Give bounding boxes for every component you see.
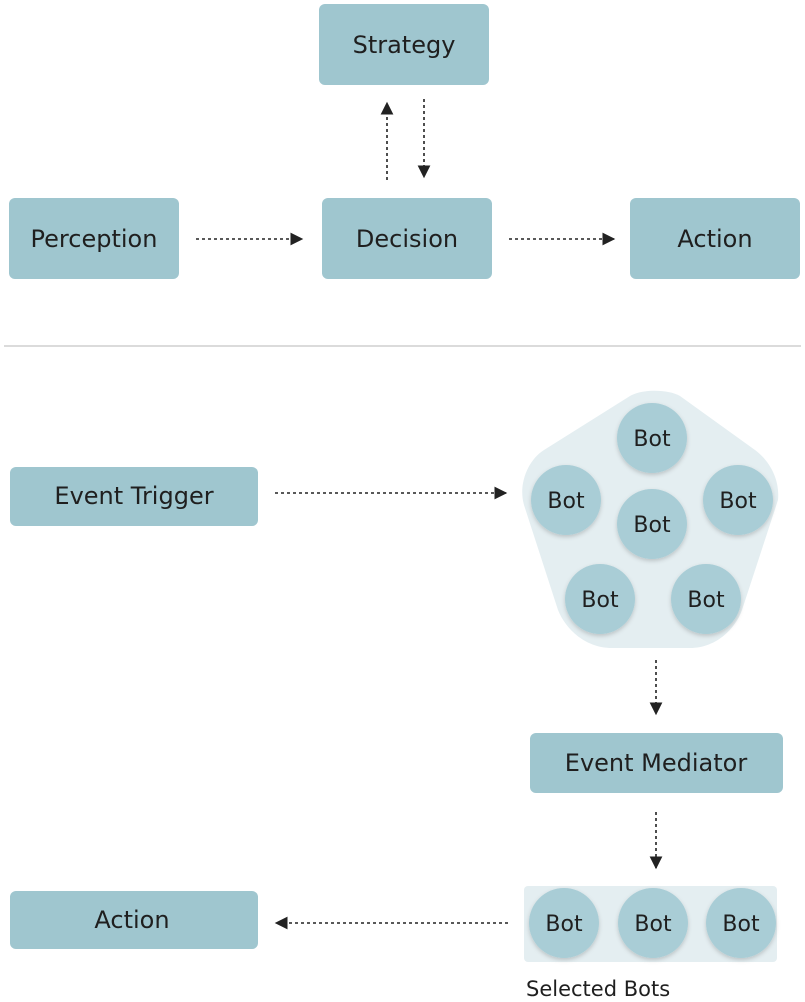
event-mediator-node: Event Mediator (530, 733, 783, 793)
bot-label: Bot (687, 588, 725, 613)
bot-pool: Bot Bot Bot Bot Bot Bot (522, 390, 779, 648)
perception-label: Perception (31, 225, 158, 253)
event-trigger-label: Event Trigger (54, 482, 213, 510)
decision-node: Decision (322, 198, 492, 279)
bot (617, 403, 687, 473)
bot (531, 465, 601, 535)
bot (618, 888, 688, 958)
bot (671, 564, 741, 634)
event-trigger-node: Event Trigger (10, 467, 258, 526)
bot-label: Bot (722, 912, 760, 937)
bottom-action-node: Action (10, 891, 258, 949)
bot-label: Bot (634, 912, 672, 937)
bot-label: Bot (719, 489, 757, 514)
bot-label: Bot (633, 427, 671, 452)
bot (706, 888, 776, 958)
decision-label: Decision (356, 225, 458, 253)
top-action-label: Action (677, 225, 752, 253)
selected-bots-caption: Selected Bots (526, 977, 670, 1001)
strategy-node: Strategy (319, 4, 489, 85)
selected-bots-group: Bot Bot Bot Selected Bots (524, 886, 777, 1001)
strategy-label: Strategy (353, 31, 456, 59)
top-action-node: Action (630, 198, 800, 279)
bot (529, 888, 599, 958)
bottom-action-label: Action (94, 906, 169, 934)
bot-label: Bot (547, 489, 585, 514)
bot-label: Bot (545, 912, 583, 937)
event-mediator-label: Event Mediator (565, 749, 748, 777)
bot-label: Bot (633, 513, 671, 538)
perception-node: Perception (9, 198, 179, 279)
bot (703, 465, 773, 535)
bot (565, 564, 635, 634)
bot-label: Bot (581, 588, 619, 613)
bot (617, 489, 687, 559)
